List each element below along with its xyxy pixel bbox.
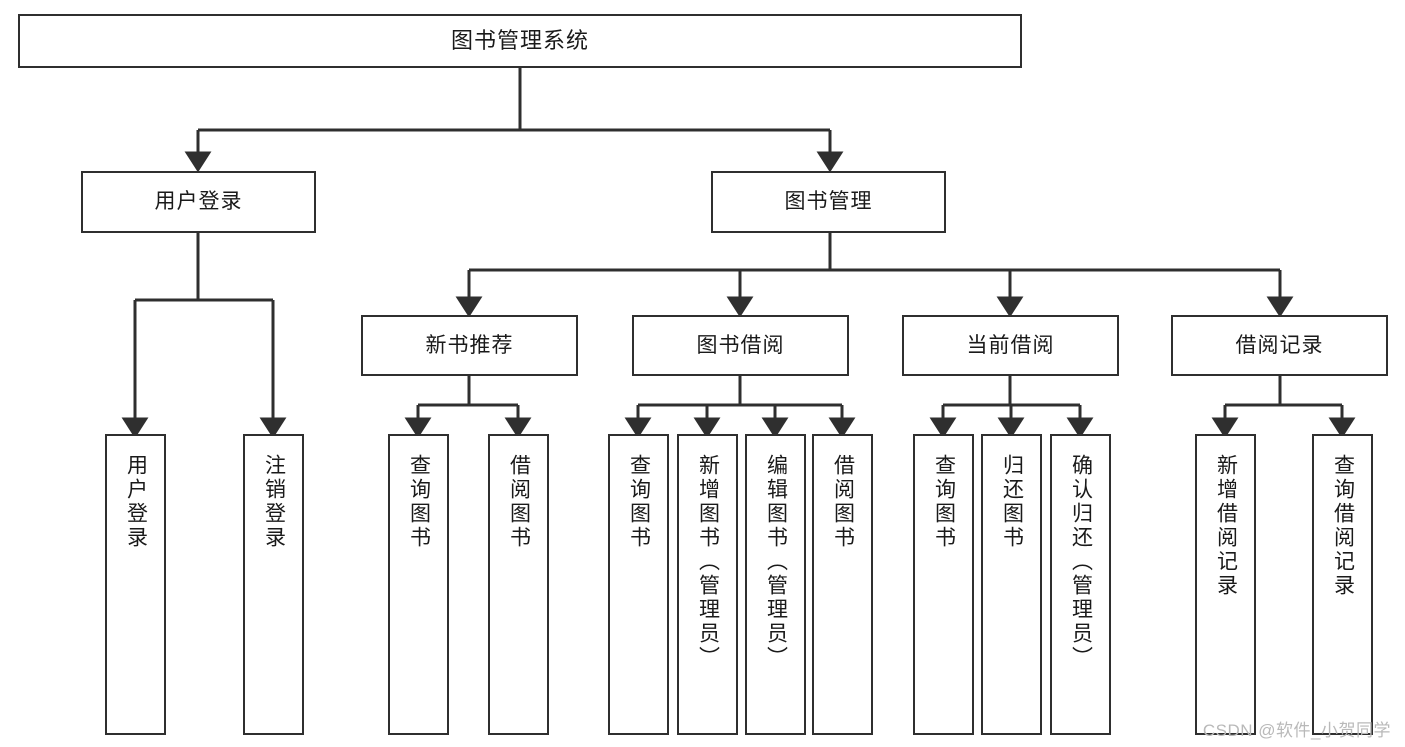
node-label: 查询图书	[627, 454, 651, 550]
leaf-book-borrow-2[interactable]: 新增图书（管理员）	[677, 434, 738, 735]
leaf-book-borrow-3[interactable]: 编辑图书（管理员）	[745, 434, 806, 735]
node-label: 新增图书（管理员）	[696, 454, 720, 670]
node-label: 新增借阅记录	[1214, 454, 1238, 598]
leaf-book-borrow-4[interactable]: 借阅图书	[812, 434, 873, 735]
leaf-borrow-record-1[interactable]: 新增借阅记录	[1195, 434, 1256, 735]
leaf-current-borrow-1[interactable]: 查询图书	[913, 434, 974, 735]
leaf-user-login-2[interactable]: 注销登录	[243, 434, 304, 735]
node-label: 查询借阅记录	[1331, 454, 1355, 598]
node-label: 新书推荐	[425, 333, 514, 357]
node-label: 图书借阅	[696, 333, 785, 357]
node-new-book-recommend[interactable]: 新书推荐	[361, 315, 578, 376]
node-label: 查询图书	[407, 454, 431, 550]
node-label: 查询图书	[932, 454, 956, 550]
leaf-borrow-record-2[interactable]: 查询借阅记录	[1312, 434, 1373, 735]
node-label: 编辑图书（管理员）	[764, 454, 788, 670]
leaf-book-borrow-1[interactable]: 查询图书	[608, 434, 669, 735]
node-label: 当前借阅	[966, 333, 1055, 357]
node-label: 借阅图书	[507, 454, 531, 550]
leaf-current-borrow-2[interactable]: 归还图书	[981, 434, 1042, 735]
node-user-login[interactable]: 用户登录	[81, 171, 316, 233]
node-label: 图书管理	[784, 190, 873, 214]
node-root-system[interactable]: 图书管理系统	[18, 14, 1022, 68]
csdn-watermark: CSDN @软件_小贺同学	[1202, 721, 1391, 740]
node-label: 用户登录	[154, 190, 243, 214]
node-current-borrow[interactable]: 当前借阅	[902, 315, 1119, 376]
node-label: 借阅记录	[1235, 333, 1324, 357]
node-book-management[interactable]: 图书管理	[711, 171, 946, 233]
node-label: 确认归还（管理员）	[1069, 454, 1093, 670]
node-label: 归还图书	[1000, 454, 1024, 550]
leaf-new-book-recommend-2[interactable]: 借阅图书	[488, 434, 549, 735]
node-label: 用户登录	[124, 454, 148, 550]
node-label: 注销登录	[262, 454, 286, 550]
leaf-current-borrow-3[interactable]: 确认归还（管理员）	[1050, 434, 1111, 735]
node-book-borrow[interactable]: 图书借阅	[632, 315, 849, 376]
leaf-new-book-recommend-1[interactable]: 查询图书	[388, 434, 449, 735]
leaf-user-login-1[interactable]: 用户登录	[105, 434, 166, 735]
node-label: 图书管理系统	[450, 27, 589, 53]
node-label: 借阅图书	[831, 454, 855, 550]
node-borrow-record[interactable]: 借阅记录	[1171, 315, 1388, 376]
